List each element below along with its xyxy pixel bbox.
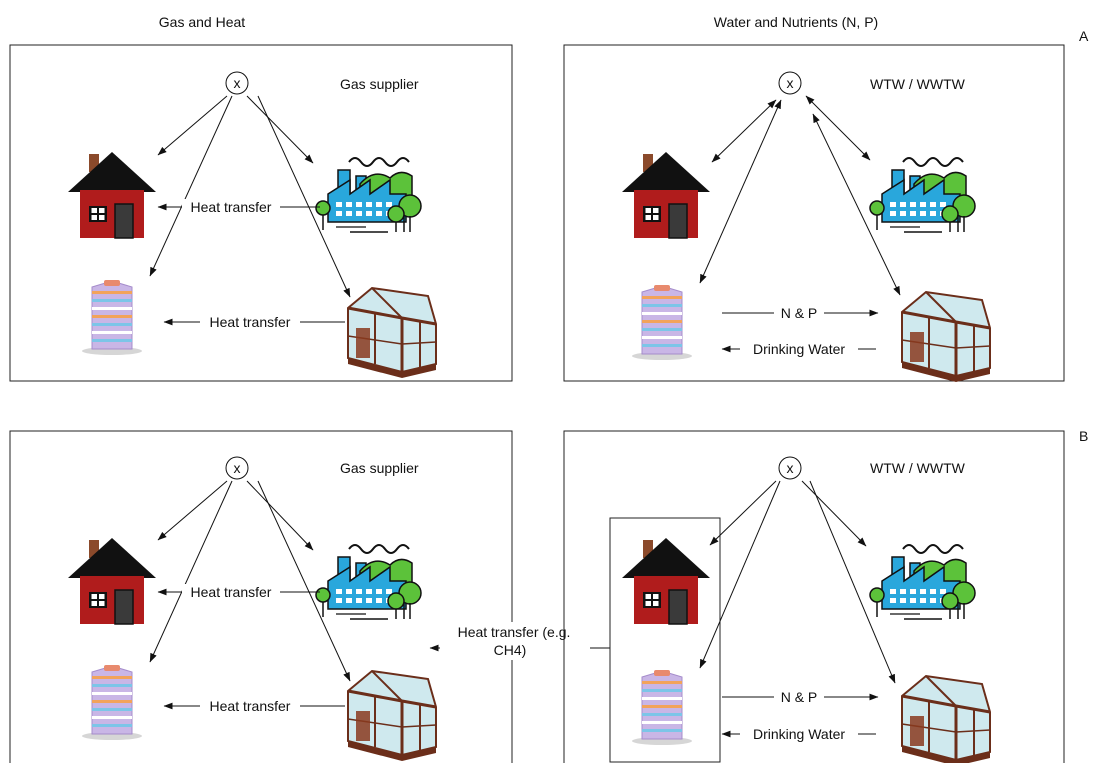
heat-transfer-label: Heat transfer [191,584,272,600]
arrow-supplier-to-greenhouse [257,95,351,298]
panel-frame [9,430,513,763]
arrow-supplier-to-tower [149,480,233,663]
wtw-wwtw-label: WTW / WWTW [870,460,966,476]
panel-a-gas-heat: x Gas supplier Heat transfer Heat transf… [9,44,513,382]
factory-icon [315,544,422,620]
house-icon [621,151,711,239]
house-icon [621,537,711,625]
row-label-a: A [1079,28,1089,44]
heat-transfer-label: Heat transfer [210,698,291,714]
panel-frame [563,430,1065,763]
panel-b-gas-heat: x Gas supplier Heat transfer Heat transf… [9,430,513,763]
arrow-house-to-wtw [711,99,777,163]
apartment-tower-icon [81,664,143,741]
header-water-and-nutrients: Water and Nutrients (N, P) [714,14,878,30]
greenhouse-icon [900,674,992,763]
node-x-label: x [787,75,794,91]
greenhouse-icon [900,290,992,384]
greenhouse-icon [346,669,438,763]
greenhouse-icon [346,286,438,380]
heat-transfer-label: Heat transfer [210,314,291,330]
factory-icon [869,544,976,620]
gas-supplier-label: Gas supplier [340,76,419,92]
arrow-wtw-to-house [709,480,777,546]
drinking-water-label: Drinking Water [753,726,845,742]
arrow-wtw-to-greenhouse [812,113,901,296]
node-x-label: x [234,460,241,476]
cross-heat-transfer: Heat transfer (e.g. CH4) [429,622,610,660]
drinking-water-label: Drinking Water [753,341,845,357]
heat-transfer-ch4-line2: CH4) [494,642,527,658]
n-and-p-label: N & P [781,689,818,705]
arrow-wtw-to-tower [699,480,781,669]
arrow-supplier-to-house [157,480,228,541]
row-label-b: B [1079,428,1088,444]
heat-transfer-ch4-line1: Heat transfer (e.g. [458,624,571,640]
house-icon [67,537,157,625]
arrow-supplier-to-factory [246,95,314,164]
factory-icon [315,157,422,233]
n-and-p-label: N & P [781,305,818,321]
panel-frame [9,44,513,382]
house-icon [67,151,157,239]
node-x-label: x [234,75,241,91]
arrow-tower-to-wtw [699,99,782,284]
factory-icon [869,157,976,233]
arrow-supplier-to-tower [149,95,233,277]
arrow-wtw-to-greenhouse [809,480,896,684]
arrow-wtw-to-factory [801,480,867,547]
apartment-tower-icon [631,669,693,746]
node-x-label: x [787,460,794,476]
arrow-supplier-to-greenhouse [257,480,351,682]
apartment-tower-icon [81,279,143,356]
panel-frame [563,44,1065,382]
gas-supplier-label: Gas supplier [340,460,419,476]
arrow-wtw-to-factory [805,95,871,161]
panel-b-water-nutrients: x WTW / WWTW N & P Drinking Water [563,430,1065,763]
header-gas-and-heat: Gas and Heat [159,14,245,30]
panel-a-water-nutrients: x WTW / WWTW N & P Drinking Water [563,44,1065,384]
arrow-supplier-to-house [157,95,228,156]
house-tower-group-box [609,517,721,763]
wtw-wwtw-label: WTW / WWTW [870,76,966,92]
apartment-tower-icon [631,284,693,361]
arrow-supplier-to-factory [246,480,314,551]
heat-transfer-label: Heat transfer [191,199,272,215]
